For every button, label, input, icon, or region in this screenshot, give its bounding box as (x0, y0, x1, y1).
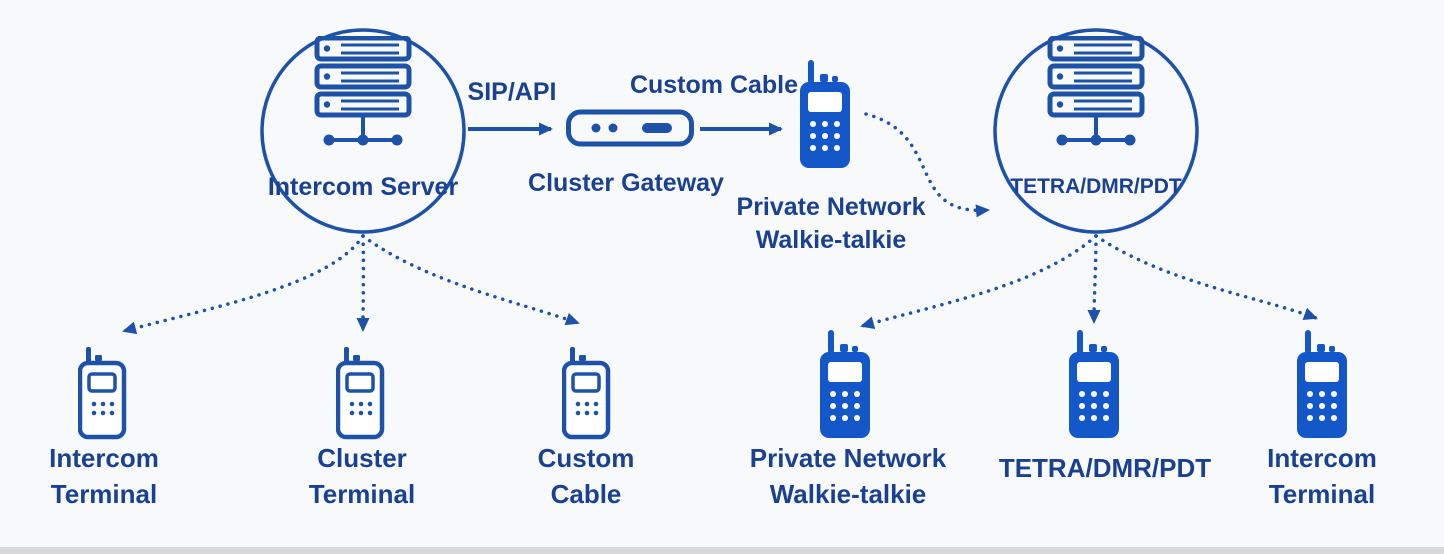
walkie-talkie-outline-icon (80, 347, 124, 437)
walkie-talkie-filled-icon (820, 330, 870, 438)
cluster-gateway-device-icon (569, 112, 692, 144)
hub-to-custom-cable-dotted-arrow (361, 234, 580, 326)
walkie-talkie-filled-icon (1069, 330, 1119, 438)
hub-to-tetra-terminal-dotted-arrow (1087, 234, 1101, 324)
tetra-dmr-pdt-hub-circle (993, 28, 1199, 234)
walkie-to-tetra-hub-dotted-arrow (864, 112, 990, 218)
bottom-edge-strip (0, 547, 1444, 554)
walkie-talkie-filled-icon (800, 60, 850, 168)
hub-to-private-network-dotted-arrow (860, 234, 1098, 330)
walkie-talkie-outline-icon (338, 347, 382, 437)
hub-to-intercom-terminal-dotted-arrow (122, 234, 365, 335)
walkie-talkie-filled-icon (1297, 330, 1347, 438)
server-stack-icon (1050, 38, 1142, 146)
server-stack-icon (317, 38, 409, 146)
intercom-server-hub-circle (260, 28, 466, 234)
walkie-talkie-outline-icon (564, 347, 608, 437)
hub-to-intercom-terminal2-dotted-arrow (1094, 234, 1318, 321)
